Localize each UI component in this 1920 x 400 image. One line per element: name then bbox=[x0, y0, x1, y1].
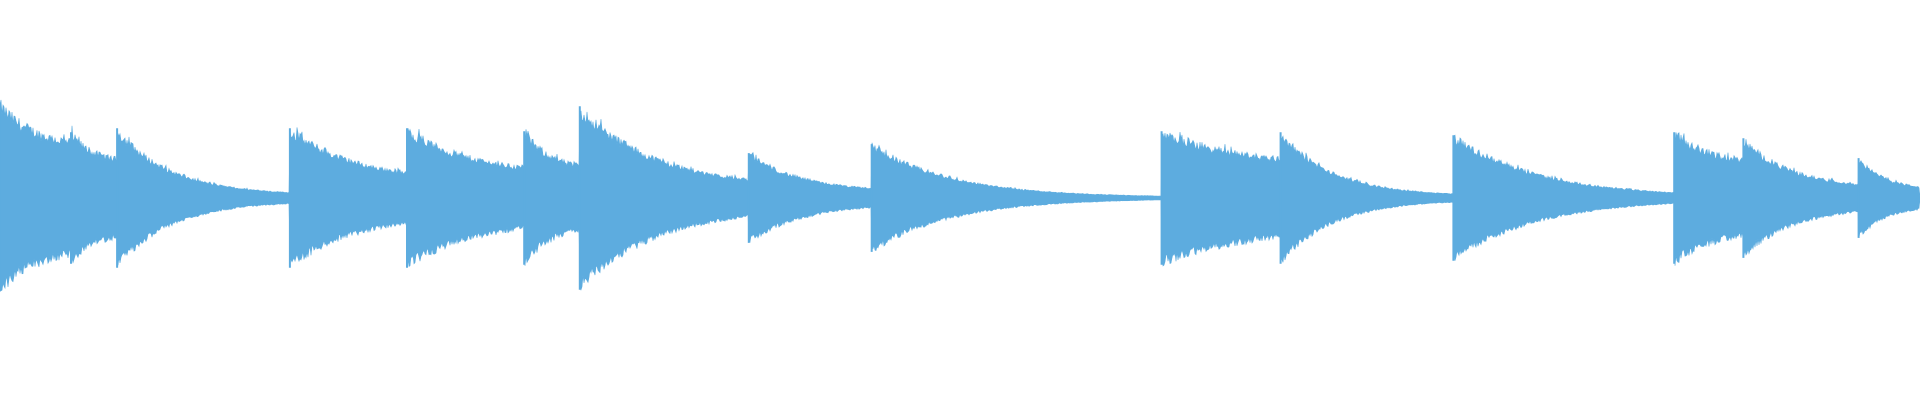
waveform-channel bbox=[0, 99, 1920, 292]
waveform-envelope bbox=[0, 99, 1920, 292]
